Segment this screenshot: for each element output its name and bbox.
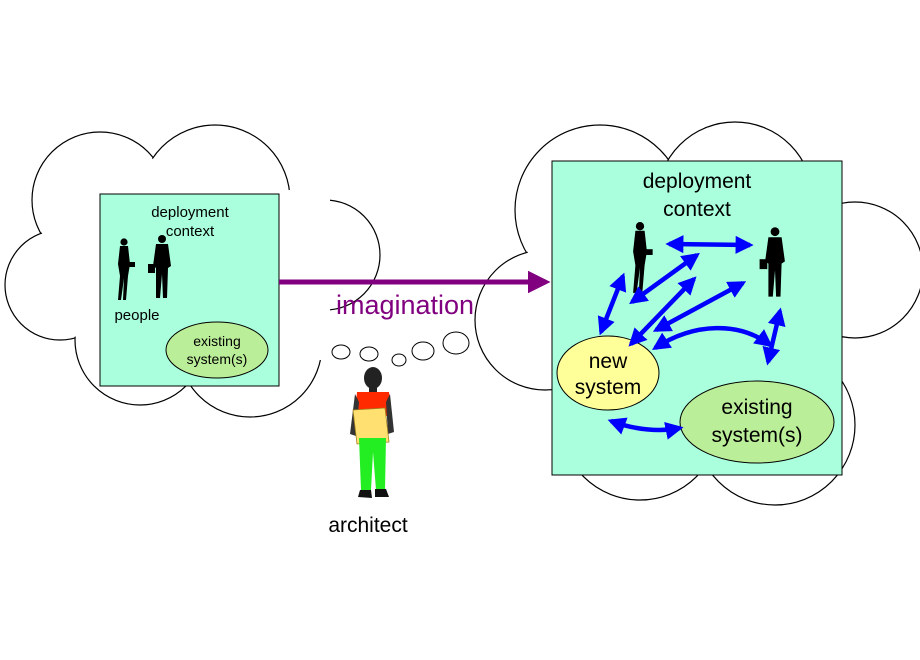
right-deployment-context: deployment context new system existing s… <box>551 160 843 476</box>
right-existing-systems <box>679 380 835 464</box>
people-label: people <box>114 307 159 324</box>
new-system <box>556 335 660 411</box>
left-existing-line1: existing <box>193 333 240 349</box>
left-deployment-context: deployment context people existing syste… <box>99 193 280 387</box>
right-context-title-line1: deployment <box>643 170 752 193</box>
right-existing-line1: existing <box>721 396 792 419</box>
new-system-line1: new <box>589 350 628 373</box>
right-existing-line2: system(s) <box>712 424 803 447</box>
left-context-title-line1: deployment <box>151 204 229 221</box>
new-system-line2: system <box>575 376 642 399</box>
architect-label: architect <box>328 514 408 537</box>
architect-figure-icon <box>350 367 394 498</box>
left-existing-line2: system(s) <box>187 351 248 367</box>
imagination-arrow: imagination <box>279 270 551 320</box>
interaction-arrows <box>597 235 786 440</box>
thought-bubble-icon <box>331 331 470 367</box>
imagination-label: imagination <box>336 290 474 320</box>
left-existing-systems <box>165 321 269 379</box>
left-context-title-line2: context <box>166 223 215 240</box>
right-context-title-line2: context <box>663 198 731 221</box>
